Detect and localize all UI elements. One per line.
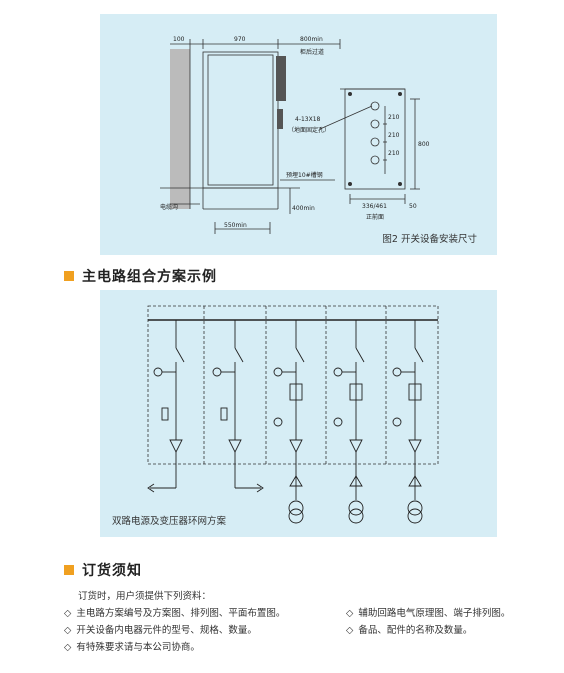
circuit-unit xyxy=(273,320,305,524)
circuit-unit xyxy=(333,320,365,524)
dim-210a: 210 xyxy=(388,114,400,121)
circuit-figure-caption: 双路电源及变压器环网方案 xyxy=(112,516,227,527)
diamond-bullet-icon: ◇ xyxy=(346,608,354,619)
circuit-unit xyxy=(212,320,264,493)
circuit-diagram xyxy=(147,305,439,524)
circuit-unit xyxy=(392,320,424,524)
circuit-figure-panel: 双路电源及变压器环网方案 xyxy=(100,290,497,537)
diamond-bullet-icon: ◇ xyxy=(64,608,72,619)
order-item-right-1: ◇辅助回路电气原理图、端子排列图。 xyxy=(346,608,511,619)
section-order-heading: 订货须知 xyxy=(64,560,142,580)
circuit-unit xyxy=(147,320,185,493)
install-figure-panel: 100 970 800min 柜后过道 4-13X18 （地面固定孔） 210 … xyxy=(100,14,497,255)
order-item-left-2: ◇开关设备内电器元件的型号、规格、数量。 xyxy=(64,625,257,636)
section-marker-icon xyxy=(64,271,74,281)
channel-label: 预埋10#槽钢 xyxy=(286,171,323,179)
front-label: 正前面 xyxy=(366,213,384,221)
cable-trench-label: 电缆沟 xyxy=(160,203,178,211)
dim-800min: 800min xyxy=(300,36,323,43)
order-item-left-3: ◇有特殊要求请与本公司协商。 xyxy=(64,642,200,653)
section-marker-icon xyxy=(64,565,74,575)
back-aisle-label: 柜后过道 xyxy=(300,48,324,56)
diamond-bullet-icon: ◇ xyxy=(64,625,72,636)
dim-210b: 210 xyxy=(388,132,400,139)
dim-336: 336/461 xyxy=(362,203,387,210)
bolt-label: 4-13X18 xyxy=(295,116,321,123)
dim-400min: 400min xyxy=(292,205,315,212)
install-drawing: 100 970 800min 柜后过道 4-13X18 （地面固定孔） 210 … xyxy=(160,36,430,234)
dim-970: 970 xyxy=(234,36,246,43)
section-main-circuit-heading: 主电路组合方案示例 xyxy=(64,266,217,286)
section-order-title: 订货须知 xyxy=(82,563,142,579)
order-item-right-2: ◇备品、配件的名称及数量。 xyxy=(346,625,473,636)
section-main-circuit-title: 主电路组合方案示例 xyxy=(82,269,217,285)
bolt-note-label: （地面固定孔） xyxy=(288,126,330,134)
diamond-bullet-icon: ◇ xyxy=(64,642,72,653)
order-intro: 订货时，用户须提供下列资料： xyxy=(78,591,212,602)
install-figure-caption: 图2 开关设备安装尺寸 xyxy=(382,234,477,245)
order-item-left-1: ◇主电路方案编号及方案图、排列图、平面布置图。 xyxy=(64,608,286,619)
dim-550min: 550min xyxy=(224,222,247,229)
dim-210c: 210 xyxy=(388,150,400,157)
dim-100: 100 xyxy=(173,36,185,43)
dim-50: 50 xyxy=(409,203,417,210)
diamond-bullet-icon: ◇ xyxy=(346,625,354,636)
dim-800: 800 xyxy=(418,141,430,148)
